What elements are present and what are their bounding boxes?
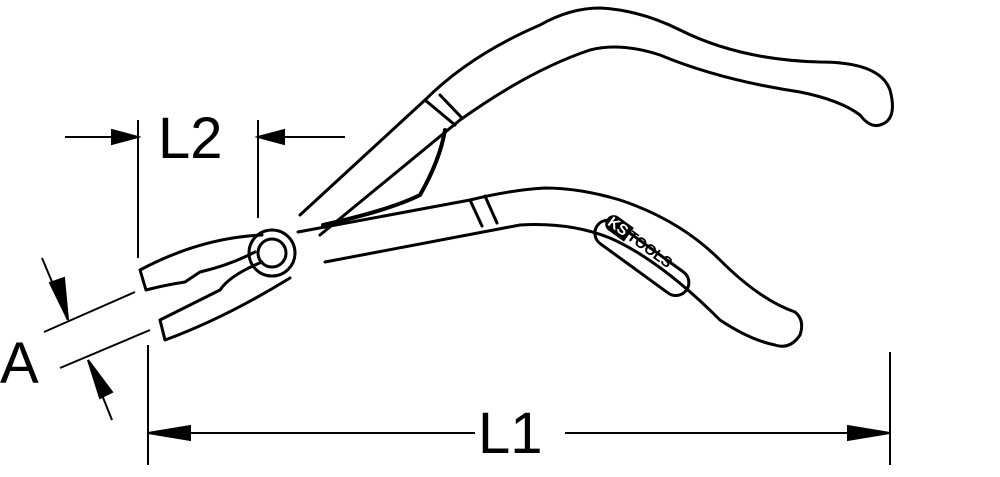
upper-handle	[298, 6, 894, 237]
lower-jaw	[158, 260, 292, 342]
label-a: A	[0, 331, 39, 396]
label-l1: L1	[478, 401, 543, 466]
upper-jaw	[138, 233, 264, 292]
label-l2: L2	[158, 106, 223, 171]
lower-handle	[296, 186, 804, 348]
